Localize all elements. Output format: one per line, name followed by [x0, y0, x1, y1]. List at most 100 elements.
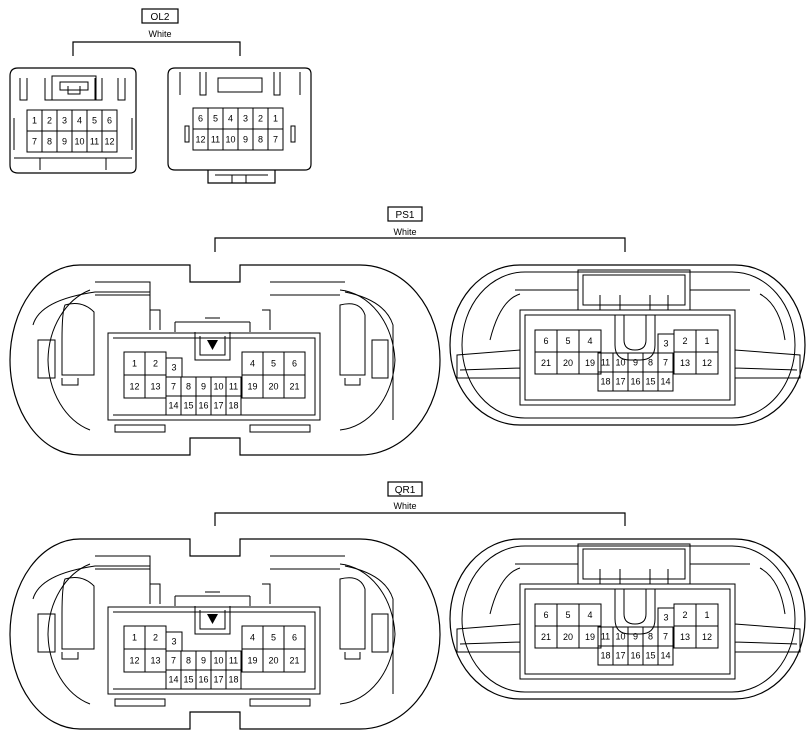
bracket [72, 41, 241, 56]
pin-number: 10 [615, 358, 625, 368]
pin-number: 1 [32, 116, 37, 126]
pin-number: 9 [633, 358, 638, 368]
pin-number: 19 [585, 358, 595, 368]
pin-number: 5 [565, 336, 570, 346]
pin-cell [225, 395, 242, 416]
connector-code: QR1 [395, 485, 416, 496]
pin-number: 16 [198, 401, 208, 411]
connector-code: PS1 [396, 210, 415, 221]
pin-number: 9 [201, 656, 206, 666]
label-box [141, 8, 179, 24]
connector-color: White [148, 29, 171, 39]
label-box [387, 481, 423, 497]
pin-number: 18 [228, 401, 238, 411]
pin-number: 21 [289, 656, 299, 666]
pin-number: 6 [107, 116, 112, 126]
pin-number: 13 [680, 632, 690, 642]
pin-number: 3 [663, 339, 668, 349]
pin-number: 7 [171, 382, 176, 392]
pin-number: 5 [92, 116, 97, 126]
bracket [214, 237, 626, 252]
pin-number: 19 [247, 382, 257, 392]
pin-cell [657, 371, 674, 392]
pin-number: 13 [680, 358, 690, 368]
pin-number: 2 [47, 116, 52, 126]
pin-number: 5 [565, 610, 570, 620]
label-box [387, 206, 423, 222]
pin-number: 16 [630, 651, 640, 661]
pin-number: 21 [541, 632, 551, 642]
pin-number: 18 [600, 651, 610, 661]
pin-number: 5 [213, 114, 218, 124]
pin-number: 8 [186, 382, 191, 392]
pin-number: 6 [543, 610, 548, 620]
pin-number: 12 [195, 135, 205, 145]
pin-number: 19 [247, 656, 257, 666]
pin-number: 1 [132, 359, 137, 369]
pin-number: 1 [132, 633, 137, 643]
pin-number: 12 [104, 137, 114, 147]
pin-number: 8 [47, 137, 52, 147]
pin-number: 3 [663, 613, 668, 623]
pin-number: 4 [228, 114, 233, 124]
pin-number: 2 [153, 633, 158, 643]
connector-code: OL2 [151, 12, 170, 23]
pin-number: 10 [615, 632, 625, 642]
pin-cell [695, 625, 719, 649]
pin-number: 4 [587, 610, 592, 620]
pin-number: 17 [213, 401, 223, 411]
pin-number: 7 [273, 135, 278, 145]
pin-number: 6 [198, 114, 203, 124]
pin-cell [283, 374, 306, 399]
pin-number: 11 [211, 135, 220, 145]
pin-number: 8 [186, 656, 191, 666]
pin-number: 4 [587, 336, 592, 346]
pin-number: 18 [228, 675, 238, 685]
pin-number: 17 [213, 675, 223, 685]
pin-number: 17 [615, 651, 625, 661]
pin-cell [578, 625, 602, 649]
pin-number: 21 [289, 382, 299, 392]
pin-number: 14 [660, 377, 670, 387]
pin-number: 14 [168, 401, 178, 411]
pin-number: 4 [77, 116, 82, 126]
pin-cell [225, 669, 242, 690]
pin-cell [283, 648, 306, 673]
pin-number: 10 [213, 656, 223, 666]
pin-number: 8 [648, 358, 653, 368]
pin-number: 4 [250, 359, 255, 369]
pin-number: 20 [268, 382, 278, 392]
pin-number: 12 [129, 656, 139, 666]
pin-number: 3 [243, 114, 248, 124]
pin-number: 9 [201, 382, 206, 392]
pin-number: 17 [615, 377, 625, 387]
pin-number: 11 [229, 656, 238, 666]
pin-number: 16 [630, 377, 640, 387]
pin-cell [657, 645, 674, 666]
pin-number: 21 [541, 358, 551, 368]
pin-number: 11 [601, 358, 610, 368]
pin-number: 16 [198, 675, 208, 685]
pin-number: 20 [563, 632, 573, 642]
pin-number: 5 [271, 633, 276, 643]
pin-number: 8 [258, 135, 263, 145]
pin-number: 9 [633, 632, 638, 642]
pin-number: 3 [171, 363, 176, 373]
pin-number: 3 [171, 637, 176, 647]
connector-color: White [393, 227, 416, 237]
pin-number: 7 [171, 656, 176, 666]
pin-number: 6 [292, 359, 297, 369]
pin-cell [578, 351, 602, 375]
pin-number: 8 [648, 632, 653, 642]
pin-number: 1 [704, 610, 709, 620]
pin-number: 15 [183, 401, 193, 411]
pin-number: 10 [74, 137, 84, 147]
pin-number: 11 [601, 632, 610, 642]
